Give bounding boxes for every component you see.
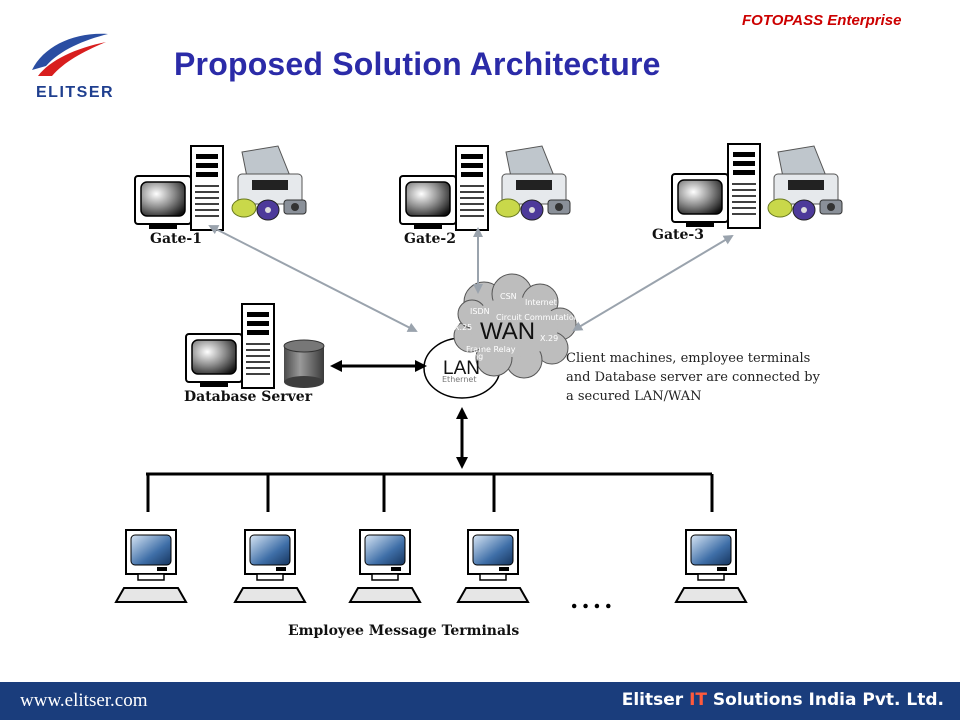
logo-text: ELITSER bbox=[36, 84, 115, 101]
cloud-term: CSN bbox=[500, 292, 517, 301]
network-description-note: Client machines, employee terminals and … bbox=[566, 351, 820, 404]
employee-terminal-icon bbox=[234, 529, 306, 603]
gate-3-computer-icon bbox=[671, 143, 843, 229]
terminal-bus-line bbox=[146, 472, 714, 512]
cloud-term: X.25 bbox=[454, 323, 472, 332]
cloud-term: Circuit Commutation bbox=[496, 313, 579, 322]
gate-1-link-arrow bbox=[208, 225, 418, 332]
lan-label: LAN bbox=[443, 358, 480, 379]
gate-3-link-arrow bbox=[572, 234, 734, 332]
company-name-post: Solutions India Pvt. Ltd. bbox=[707, 690, 944, 710]
more-terminals-ellipsis: .... bbox=[570, 585, 615, 614]
cloud-term: Internet bbox=[525, 298, 557, 307]
brand-tag: FOTOPASS Enterprise bbox=[742, 12, 902, 29]
employee-terminal-icon bbox=[349, 529, 421, 603]
employee-terminal-icon bbox=[457, 529, 529, 603]
cloud-term: Ethernet bbox=[442, 375, 476, 384]
employee-terminal-icon bbox=[675, 529, 747, 603]
network-cloud-icon: CSN Internet ISDN Circuit Commutation X.… bbox=[423, 273, 579, 399]
database-server-computer-icon bbox=[185, 303, 275, 389]
employee-terminal-icon bbox=[115, 529, 187, 603]
company-name: Elitser IT Solutions India Pvt. Ltd. bbox=[622, 690, 944, 710]
cloud-term: Token Ring bbox=[439, 352, 483, 361]
gate-3-label: Gate-3 bbox=[652, 227, 704, 243]
cloud-term: Frame Relay bbox=[466, 345, 516, 354]
cloud-term: X.29 bbox=[540, 334, 558, 343]
gate-2-computer-icon bbox=[399, 145, 571, 231]
company-name-pre: Elitser bbox=[621, 690, 690, 710]
footer-bar bbox=[0, 682, 960, 720]
company-name-it: IT bbox=[689, 690, 707, 710]
gate-1-label: Gate-1 bbox=[150, 231, 202, 247]
wan-label: WAN bbox=[480, 318, 535, 345]
gate-2-label: Gate-2 bbox=[404, 231, 456, 247]
page-title: Proposed Solution Architecture bbox=[174, 46, 661, 82]
employee-terminals-label: Employee Message Terminals bbox=[288, 623, 520, 639]
elitser-logo-icon bbox=[32, 33, 108, 76]
database-cylinder-icon bbox=[283, 339, 325, 388]
gate-1-computer-icon bbox=[134, 145, 307, 231]
cloud-term: ISDN bbox=[470, 307, 490, 316]
database-server-label: Database Server bbox=[184, 389, 313, 405]
connection-arrows bbox=[208, 225, 734, 469]
website-url: www.elitser.com bbox=[20, 690, 148, 711]
